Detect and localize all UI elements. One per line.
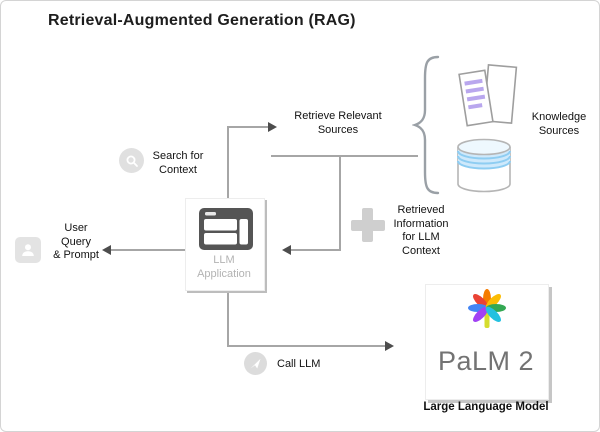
arrowhead-into-app-icon: [282, 245, 291, 255]
user-query-label: User Query & Prompt: [53, 222, 99, 261]
page-title: Retrieval-Augmented Generation (RAG): [48, 12, 356, 29]
documents-icon: [450, 60, 528, 143]
connector-call-vertical: [227, 291, 229, 346]
connector-sources-vertical: [339, 155, 341, 250]
arrowhead-to-user-icon: [102, 245, 111, 255]
connector-app-to-retrieve-horizontal: [227, 126, 269, 128]
retrieved-info-label: Retrieved Information for LLM Context: [393, 204, 449, 257]
connector-app-to-retrieve-vertical: [227, 126, 229, 199]
arrowhead-to-retrieve-icon: [268, 122, 277, 132]
arrowhead-to-palm-icon: [385, 341, 394, 351]
person-icon: [15, 237, 41, 263]
search-icon: [119, 148, 144, 173]
app-window-icon: [199, 208, 253, 255]
llm-application-label: LLM Application: [197, 254, 251, 280]
connector-call-horizontal: [227, 345, 385, 347]
send-icon: [244, 352, 267, 375]
search-context-label: Search for Context: [152, 150, 204, 176]
knowledge-sources-label: Knowledge Sources: [531, 111, 587, 137]
database-icon: [454, 137, 514, 199]
connector-sources-horizontal: [271, 155, 418, 157]
palm-logo-icon: [462, 287, 512, 342]
call-llm-label: Call LLM: [277, 358, 321, 370]
curly-brace-icon: [411, 54, 442, 201]
retrieve-sources-label: Retrieve Relevant Sources: [294, 110, 382, 136]
connector-app-to-user: [110, 249, 185, 251]
palm-caption: Large Language Model: [423, 401, 549, 413]
plus-icon-vertical-bar: [362, 208, 373, 242]
connector-into-app: [290, 249, 341, 251]
palm-logo-text: PaLM 2: [437, 346, 535, 376]
